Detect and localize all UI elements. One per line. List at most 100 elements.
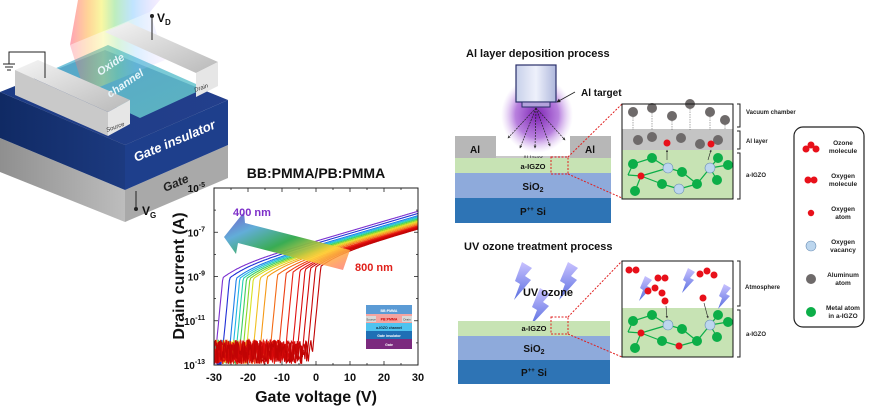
metal-atom-icon xyxy=(806,307,816,317)
metal-atom xyxy=(723,160,733,170)
oxygen-atom-icon xyxy=(807,209,815,217)
al-target xyxy=(515,64,557,103)
vd-label: VD xyxy=(157,11,171,27)
inset-layer-pb-pmma: PB:PMMA xyxy=(381,318,398,322)
al-deposition-diagram: Al layer deposition process Al target Al… xyxy=(455,48,796,223)
oxygen-vacancy-icon xyxy=(805,240,817,252)
uv-zoom-brackets xyxy=(737,260,741,358)
inset-layer-gate: Gate xyxy=(385,343,393,347)
x-tick-label: -30 xyxy=(206,372,222,384)
sio2-label: SiO2 xyxy=(522,182,543,194)
vg-terminal-icon xyxy=(134,207,138,211)
oxygen-particle xyxy=(644,287,652,295)
zoom-line-top xyxy=(567,103,623,158)
uv-bolt-icons xyxy=(514,262,578,325)
al-target-pointer xyxy=(556,91,576,103)
ozone-molecule-icon xyxy=(812,145,820,153)
uv-zoom-panel xyxy=(621,260,734,358)
gate-layer-left xyxy=(0,138,125,222)
psi-label: P++ Si xyxy=(520,207,546,218)
aigzo-zoom-label: a-IGZO xyxy=(746,173,766,179)
metal-atom xyxy=(692,336,702,346)
legend-label-line1: Metal atom xyxy=(826,305,860,312)
legend-label-line2: vacancy xyxy=(830,247,856,254)
oxygen-particle xyxy=(710,271,718,279)
oxygen-atom xyxy=(707,140,715,148)
legend-label-line2: atom xyxy=(835,214,851,221)
metal-atom xyxy=(677,324,687,334)
inset-layer-bb-pmma: BB:PMMA xyxy=(381,309,398,313)
metal-atom xyxy=(647,153,657,163)
aluminum-atom xyxy=(628,107,638,117)
uv-ozone-label: UV ozone xyxy=(523,287,573,299)
oxygen-molecule-icon xyxy=(804,176,812,184)
legend-label-line2: molecule xyxy=(829,181,858,188)
legend-label-line1: Oxygen xyxy=(831,173,855,180)
ground-wire xyxy=(8,51,46,78)
transfer-curve-chart: BB:PMMA/PB:PMMA Drain current (A) Gate v… xyxy=(171,165,424,406)
legend-label-line1: Ozone xyxy=(833,140,853,147)
vacuum-chamber-label: Vacuum chamber xyxy=(746,110,796,116)
x-tick-label: 10 xyxy=(344,372,356,384)
y-tick-label: 10-7 xyxy=(188,226,205,239)
metal-atom xyxy=(692,179,702,189)
metal-atom xyxy=(647,310,657,320)
curve-760nm xyxy=(214,227,418,365)
aluminum-atom xyxy=(647,103,657,113)
legend-label-line1: Oxygen xyxy=(831,239,855,246)
al-left-label: Al xyxy=(470,145,480,156)
al-thin-layer xyxy=(496,156,570,158)
x-tick-label: -20 xyxy=(240,372,256,384)
aluminum-atom xyxy=(633,135,643,145)
uv-bolt-icon xyxy=(718,284,731,309)
aluminum-atom xyxy=(713,135,723,145)
aluminum-atom xyxy=(667,111,677,121)
wavelength-shift-arrow xyxy=(224,212,350,270)
oxygen-particle xyxy=(651,284,659,292)
aluminum-atom xyxy=(695,139,705,149)
light-beam xyxy=(70,0,160,45)
al-target-base xyxy=(521,101,551,108)
oxygen-particle xyxy=(696,270,704,278)
migration-arrow xyxy=(703,302,709,319)
inset-layer-aigzo: a-IGZO channel xyxy=(376,326,402,330)
metal-atom xyxy=(630,343,640,353)
oxygen-atom xyxy=(675,342,683,350)
y-tick-label: 10-13 xyxy=(184,359,205,372)
al-layer-zoom-label: Al layer xyxy=(746,139,768,145)
source-electrode-front xyxy=(108,100,130,136)
curve-800nm xyxy=(214,228,418,364)
x-tick-label: -10 xyxy=(274,372,290,384)
migration-arrow xyxy=(707,149,712,161)
metal-atom xyxy=(712,332,722,342)
ground-icon xyxy=(3,63,15,71)
legend-label-line1: Aluminum xyxy=(827,272,859,279)
atom-legend: OzonemoleculeOxygenmoleculeOxygenatomOxy… xyxy=(793,126,865,328)
aluminum-atom xyxy=(720,115,730,125)
metal-atom xyxy=(723,317,733,327)
oxygen-atom xyxy=(637,329,645,337)
uv-sio2-label: SiO2 xyxy=(523,344,544,356)
metal-atom xyxy=(712,175,722,185)
legend-label-line2: in a-IGZO xyxy=(828,313,857,320)
ozone-molecule-icon xyxy=(802,145,810,153)
metal-atom xyxy=(657,179,667,189)
uv-bolt-icon xyxy=(639,276,652,301)
metal-atom xyxy=(630,186,640,196)
deposition-zoom-brackets xyxy=(737,103,741,200)
oxygen-particle xyxy=(654,274,662,282)
uv-zoom-line-top xyxy=(567,260,623,318)
inset-device-stack: BB:PMMA Source Drain PB:PMMA a-IGZO chan… xyxy=(366,305,412,349)
metal-atom xyxy=(628,316,638,326)
vd-terminal-icon xyxy=(150,14,154,18)
al-left-pad xyxy=(455,136,496,158)
uv-aigzo-layer xyxy=(458,321,610,336)
